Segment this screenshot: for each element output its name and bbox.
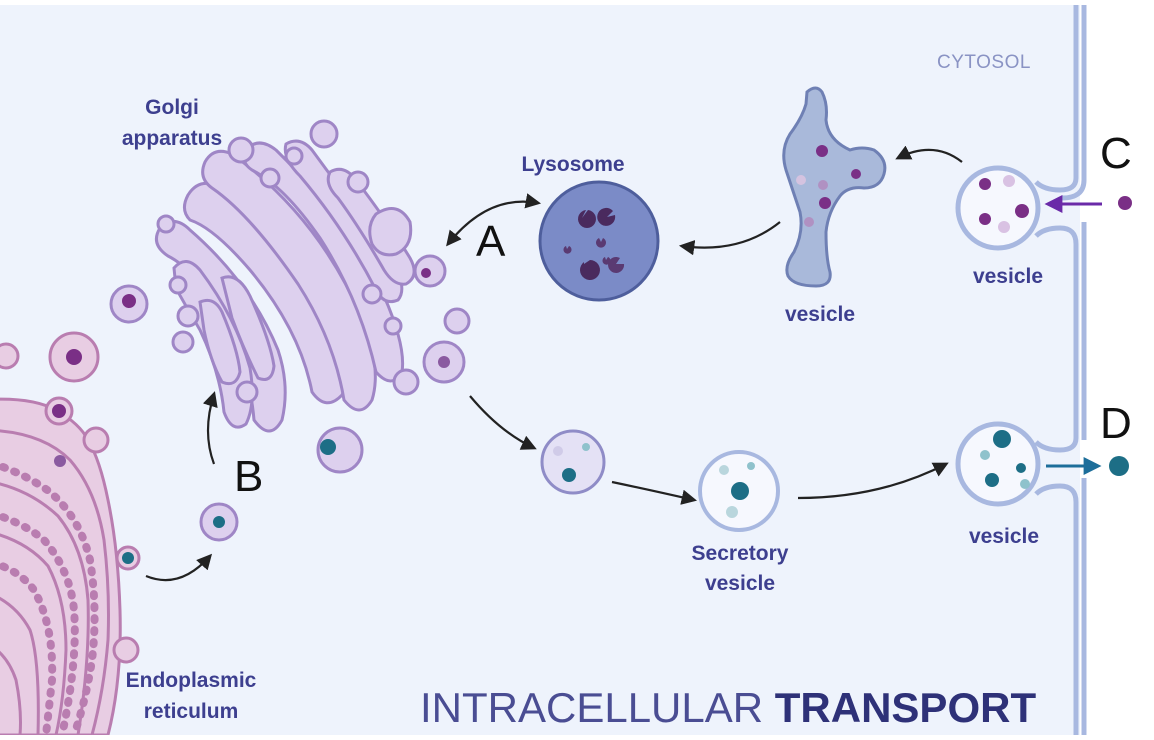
endosome-vesicle-label: vesicle — [785, 303, 855, 326]
vesicle-endocytic-bud — [955, 165, 1041, 251]
plasma-membrane — [1034, 5, 1087, 735]
letter-a: A — [476, 217, 506, 266]
lysosome — [538, 180, 660, 302]
exocytic-vesicle-label: vesicle — [969, 525, 1039, 548]
golgi-label-2: apparatus — [122, 127, 222, 150]
endocytic-vesicle-label: vesicle — [973, 265, 1043, 288]
letter-c: C — [1100, 129, 1132, 178]
title-part-1: INTRACELLULAR — [420, 684, 775, 731]
transport-vesicle — [540, 429, 606, 495]
endoplasmic-reticulum — [0, 331, 141, 735]
secretory-label-2: vesicle — [705, 572, 775, 595]
incoming-particle — [1118, 196, 1132, 210]
golgi-apparatus — [154, 119, 471, 474]
vesicle-endosome — [782, 86, 887, 288]
secretory-vesicle — [698, 450, 780, 532]
letter-d: D — [1100, 399, 1132, 448]
pathway-arrows — [145, 145, 963, 582]
er-label-2: reticulum — [144, 700, 239, 723]
er-label: Endoplasmic — [126, 669, 257, 692]
letter-b: B — [234, 452, 263, 501]
diagram-title: INTRACELLULAR TRANSPORT — [420, 684, 1036, 731]
vesicle-exocytic-bud — [955, 421, 1041, 507]
cytosol-background — [0, 5, 1080, 735]
secreted-particle — [1109, 456, 1129, 476]
title-part-2: TRANSPORT — [775, 684, 1037, 731]
golgi-vesicles — [109, 254, 466, 542]
lysosome-label: Lysosome — [521, 153, 624, 176]
golgi-cargo-teal — [320, 439, 336, 455]
golgi-label: Golgi — [145, 96, 199, 119]
cytosol-label: CYTOSOL — [937, 52, 1031, 73]
secretory-label: Secretory — [692, 542, 789, 565]
